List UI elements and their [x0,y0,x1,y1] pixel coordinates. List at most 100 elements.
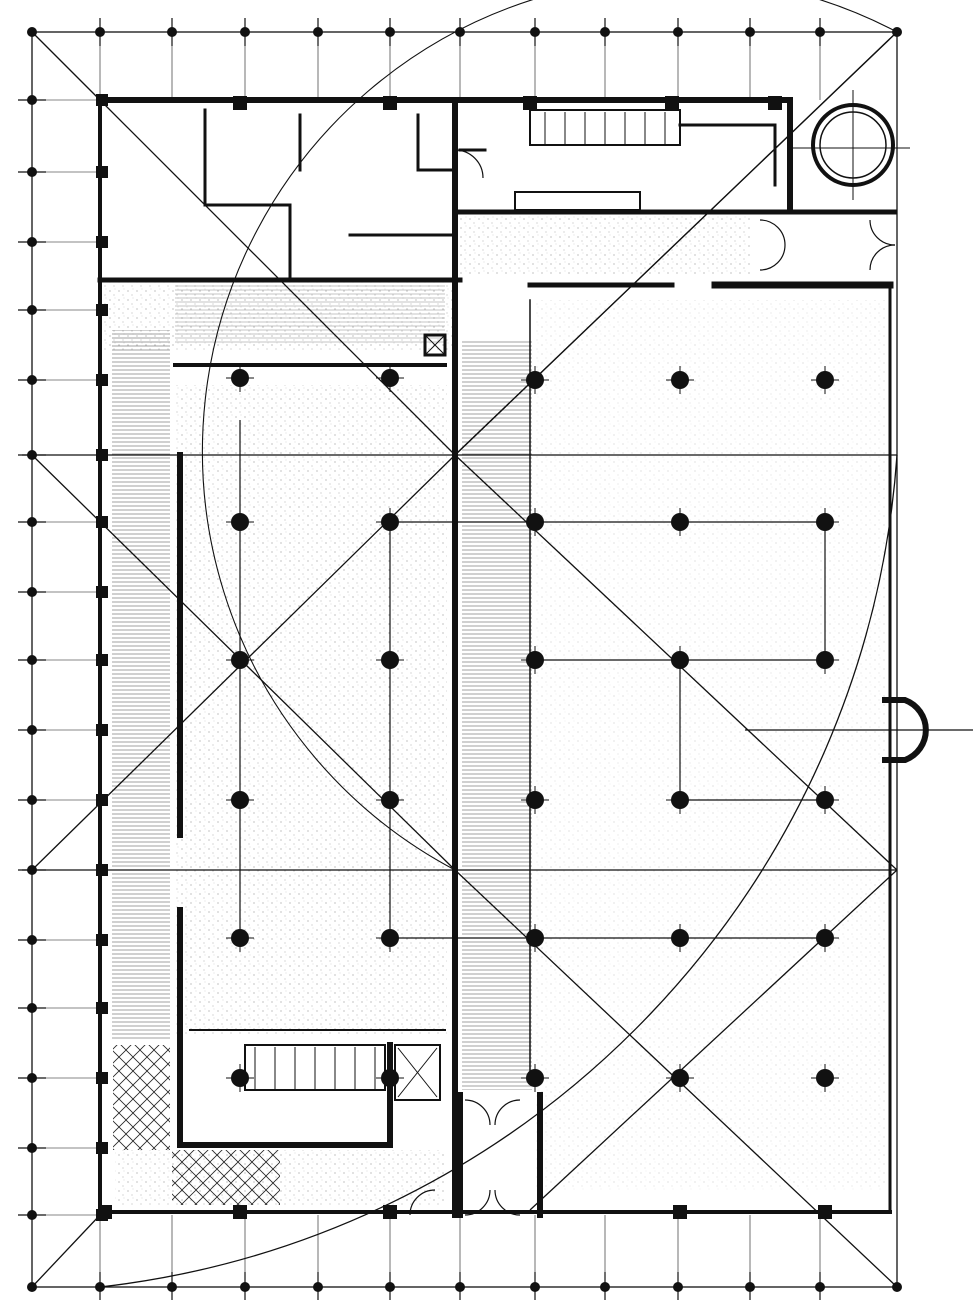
room-partition-1 [203,108,292,282]
column-11 [381,651,399,669]
left-dot-10 [27,795,37,805]
column-28 [671,1069,689,1087]
column-4 [816,371,834,389]
column-10 [231,651,249,669]
column-25 [231,1069,249,1087]
top-dot-3 [313,27,323,37]
door-swing-8 [494,1189,521,1216]
central-gallery-hatch [462,340,532,1090]
diagonal-main-5 [529,869,898,1211]
shaft-box [423,333,447,357]
column-20 [231,929,249,947]
bottom-dot-2 [240,1282,250,1292]
left-hall-stipple [175,385,447,1035]
bottom-dot-7 [600,1282,610,1292]
column-15 [231,791,249,809]
left-dot-13 [27,1003,37,1013]
column-6 [381,513,399,531]
top-dot-7 [600,27,610,37]
left-dot-0 [27,95,37,105]
column-13 [671,651,689,669]
door-swing-7 [464,1189,491,1216]
bottom-dot-10 [815,1282,825,1292]
column-8 [671,513,689,531]
column-14 [816,651,834,669]
corner-dot-bottom-1 [892,1282,902,1292]
column-9 [816,513,834,531]
left-dot-8 [27,655,37,665]
arc-sweep-upper [201,0,898,871]
main-hall-stipple [535,300,885,1190]
left-dot-3 [27,305,37,315]
column-18 [671,791,689,809]
column-24 [816,929,834,947]
arc-sweep [99,454,898,1288]
door-swing-4 [869,244,896,271]
stair-upper-box [529,109,681,146]
stair-crosshatch-left [113,1045,170,1150]
column-16 [381,791,399,809]
top-dot-2 [240,27,250,37]
left-dot-9 [27,725,37,735]
left-dot-11 [27,865,37,875]
left-gallery-hatch [112,330,170,1040]
door-swing-5 [464,1099,491,1126]
round-tower [790,90,910,200]
left-dot-7 [27,587,37,597]
corner-dot-bottom-0 [27,1282,37,1292]
column-27 [526,1069,544,1087]
column-19 [816,791,834,809]
column-29 [816,1069,834,1087]
top-dot-6 [530,27,540,37]
lift-cross-2 [397,1047,438,1098]
top-dot-1 [167,27,177,37]
top-dot-0 [95,27,105,37]
walls [97,97,929,1218]
column-5 [231,513,249,531]
corner-dot-top-0 [27,27,37,37]
top-dot-8 [673,27,683,37]
bottom-dot-0 [95,1282,105,1292]
door-swing-1 [759,219,786,246]
upper-right-wall [678,123,777,187]
stair-crosshatch-bottom [172,1150,280,1205]
top-dot-10 [815,27,825,37]
column-2 [526,371,544,389]
column-23 [671,929,689,947]
bottom-dot-1 [167,1282,177,1292]
bottom-dot-3 [313,1282,323,1292]
column-26 [381,1069,399,1087]
column-0 [231,369,249,387]
corridor-stipple [460,215,752,275]
door-swing-2 [869,219,896,246]
column-12 [526,651,544,669]
interior-columns [226,364,839,1092]
bottom-dot-5 [455,1282,465,1292]
door-swing-9 [409,1189,436,1216]
bench-top [514,191,641,211]
door-swing-10 [454,149,484,179]
shaft-cross-2 [424,334,446,356]
upper-hall-hatch [175,285,445,345]
bottom-dot-4 [385,1282,395,1292]
column-22 [526,929,544,947]
column-grid-lines [239,420,973,940]
left-dot-5 [27,450,37,460]
left-dot-15 [27,1143,37,1153]
bottom-dot-6 [530,1282,540,1292]
column-21 [381,929,399,947]
left-dot-12 [27,935,37,945]
column-1 [381,369,399,387]
north-wall [97,97,793,213]
room-partition-4 [416,113,457,172]
doors [409,149,896,1216]
left-dot-16 [27,1210,37,1220]
diagonal-upper-left [31,31,101,101]
left-dot-1 [27,167,37,177]
column-3 [671,371,689,389]
diagonal-lower-left [31,1214,101,1288]
left-hall-west-lower [177,907,393,1148]
left-dot-6 [27,517,37,527]
